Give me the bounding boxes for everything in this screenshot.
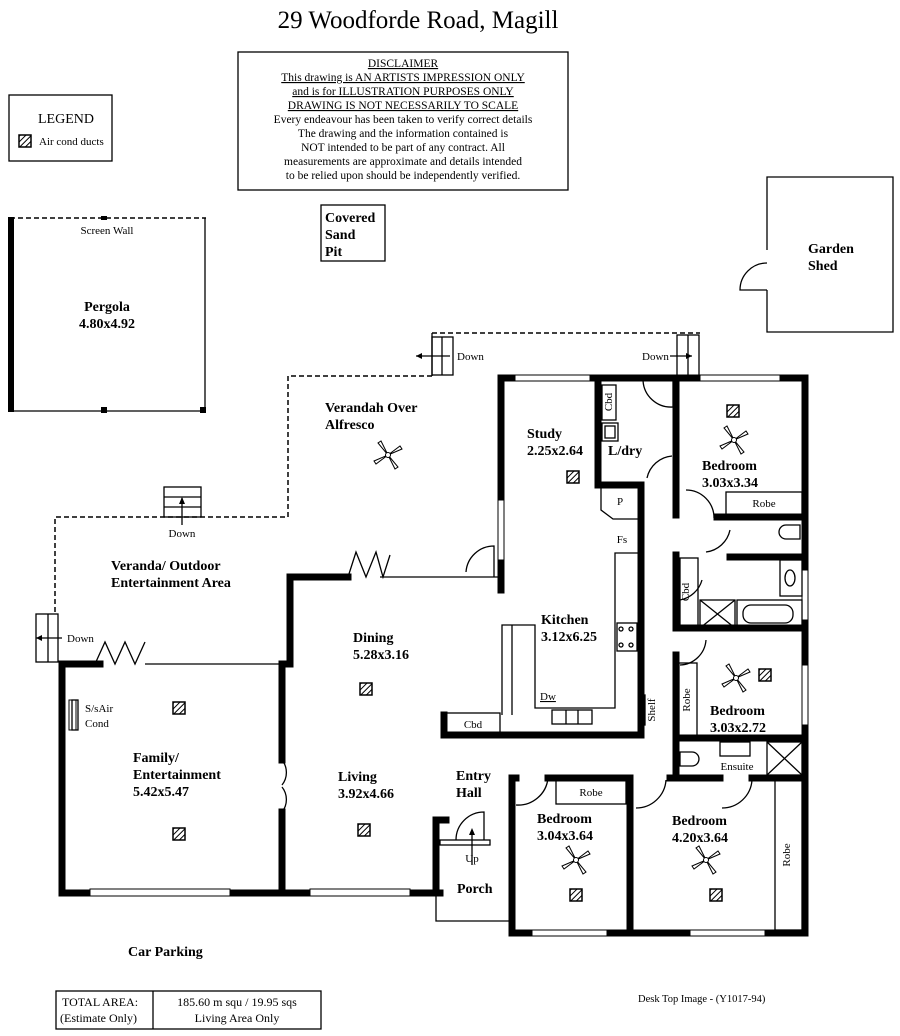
house-walls	[58, 374, 809, 937]
area-label: TOTAL AREA:	[62, 995, 138, 1009]
area-label: (Estimate Only)	[60, 1011, 137, 1025]
room-labels: Study 2.25x2.64 L/dry Bedroom 3.03x3.34 …	[133, 427, 766, 897]
disclaimer-line: to be relied upon should be independentl…	[286, 170, 521, 182]
robe-label: Robe	[781, 843, 793, 866]
total-area-box: TOTAL AREA: (Estimate Only) 185.60 m squ…	[55, 990, 322, 1030]
disclaimer-line: NOT intended to be part of any contract.…	[301, 142, 505, 154]
disclaimer-line: The drawing and the information containe…	[298, 128, 509, 140]
disclaimer-line: and is for ILLUSTRATION PURPOSES ONLY	[292, 86, 514, 98]
pantry-label: P	[617, 496, 623, 508]
down-label: Down	[67, 633, 94, 645]
room-name: Bedroom	[710, 704, 765, 719]
air-cond-duct-icon	[18, 134, 32, 148]
air-cond-duct-icon	[172, 701, 186, 715]
legend: LEGEND Air cond ducts	[8, 94, 113, 162]
ceiling-fan-icon	[373, 440, 403, 470]
air-cond-duct-icon	[357, 823, 371, 837]
pergola-label: Pergola	[84, 300, 130, 315]
room-name: Bedroom	[672, 814, 727, 829]
pergola-size: 4.80x4.92	[79, 317, 135, 332]
room-name: Study	[527, 427, 562, 442]
ceiling-fan-icon	[561, 845, 591, 875]
robe-label: Robe	[681, 688, 693, 711]
footer-label: Desk Top Image - (Y1017-94)	[638, 994, 766, 1005]
cupboard-label: Cbd	[464, 719, 483, 731]
pergola: Screen Wall Pergola 4.80x4.92	[8, 216, 206, 413]
disclaimer-heading: DISCLAIMER	[368, 58, 439, 70]
dishwasher-label: Dw	[540, 691, 556, 703]
aircon-label: Cond	[85, 718, 109, 730]
disclaimer-line: Every endeavour has been taken to verify…	[274, 114, 533, 126]
air-cond-duct-icon	[758, 668, 772, 682]
room-name: Kitchen	[541, 613, 589, 628]
air-cond-duct-icon	[566, 470, 580, 484]
room-name: Bedroom	[702, 459, 757, 474]
room-size: 3.03x3.34	[702, 476, 758, 491]
veranda-label: Entertainment Area	[111, 576, 231, 591]
room-name: Bedroom	[537, 812, 592, 827]
room-size: 3.03x2.72	[710, 721, 766, 736]
disclaimer-line: measurements are approximate and details…	[284, 156, 522, 168]
room-size: 3.12x6.25	[541, 630, 597, 645]
ceiling-fan-icon	[719, 425, 749, 455]
sand-pit-label: Covered	[325, 211, 375, 226]
air-cond-duct-icon	[709, 888, 723, 902]
fridge-label: Fs	[617, 534, 627, 546]
ensuite-label: Ensuite	[721, 761, 754, 773]
ceiling-fan-icon	[691, 845, 721, 875]
area-value: 185.60 m squ / 19.95 sqs	[177, 995, 297, 1009]
room-size: 3.04x3.64	[537, 829, 593, 844]
room-size: 2.25x2.64	[527, 444, 583, 459]
garden-shed-label: Shed	[808, 259, 838, 274]
verandah-label: Alfresco	[325, 418, 375, 433]
room-size: 5.42x5.47	[133, 785, 189, 800]
down-label: Down	[642, 351, 669, 363]
room-name: Entry	[456, 769, 491, 784]
page-title: 29 Woodforde Road, Magill	[278, 7, 559, 34]
down-label: Down	[457, 351, 484, 363]
robe-label: Robe	[579, 787, 602, 799]
legend-item-label: Air cond ducts	[39, 136, 104, 148]
sand-pit: Covered Sand Pit	[320, 204, 386, 262]
down-label: Down	[169, 528, 196, 540]
room-name: Entertainment	[133, 768, 221, 783]
doors	[94, 379, 753, 865]
area-note: Living Area Only	[195, 1011, 280, 1025]
veranda-label: Veranda/ Outdoor	[111, 559, 221, 574]
ceiling-fan-icon	[721, 663, 751, 693]
screen-wall-label: Screen Wall	[81, 225, 134, 237]
room-size: 3.92x4.66	[338, 787, 394, 802]
room-name: Living	[338, 770, 377, 785]
room-size: 4.20x3.64	[672, 831, 728, 846]
room-name: Family/	[133, 751, 180, 766]
windows	[68, 374, 809, 937]
room-name: Porch	[457, 882, 493, 897]
air-cond-duct-icon	[569, 888, 583, 902]
cupboard-label: Cbd	[603, 392, 615, 411]
air-cond-duct-icon	[359, 682, 373, 696]
sand-pit-label: Pit	[325, 245, 342, 260]
disclaimer-line: This drawing is AN ARTISTS IMPRESSION ON…	[281, 72, 525, 84]
veranda-outline: Down Down Down Down	[35, 332, 700, 663]
robe-label: Robe	[752, 498, 775, 510]
room-name: Hall	[456, 786, 482, 801]
garden-shed: Garden Shed	[739, 176, 894, 333]
fixtures: Cbd P Fs Dw Shelf Cbd Robe Cbd Robe Ensu…	[71, 384, 803, 931]
disclaimer-box: DISCLAIMER This drawing is AN ARTISTS IM…	[237, 51, 569, 191]
sand-pit-label: Sand	[325, 228, 356, 243]
car-parking-label: Car Parking	[128, 945, 203, 960]
room-size: 5.28x3.16	[353, 648, 409, 663]
air-cond-duct-icon	[726, 404, 740, 418]
legend-heading: LEGEND	[38, 112, 94, 127]
verandah-label: Verandah Over	[325, 401, 417, 416]
shelf-label: Shelf	[646, 698, 658, 722]
disclaimer-line: DRAWING IS NOT NECESSARILY TO SCALE	[288, 100, 518, 112]
cupboard-label: Cbd	[680, 582, 692, 601]
up-label: Up	[465, 853, 479, 865]
room-name: L/dry	[608, 444, 642, 459]
aircon-label: S/sAir	[85, 703, 113, 715]
room-name: Dining	[353, 631, 393, 646]
air-cond-duct-icon	[172, 827, 186, 841]
garden-shed-label: Garden	[808, 242, 854, 257]
